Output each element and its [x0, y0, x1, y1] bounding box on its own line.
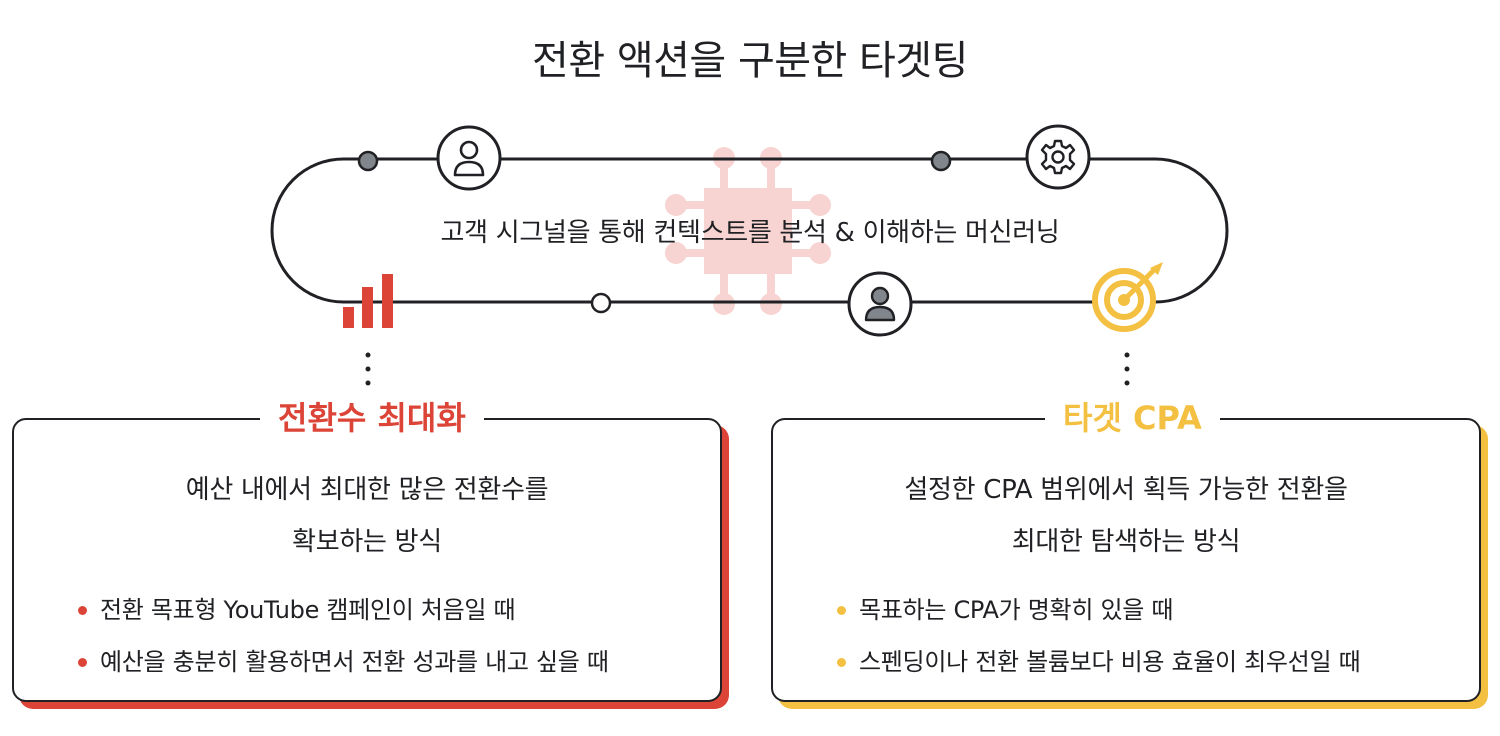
bullet-dot-icon	[78, 606, 87, 615]
list-item-text: 전환 목표형 YouTube 캠페인이 처음일 때	[100, 596, 516, 624]
target-icon	[1092, 262, 1163, 332]
card-label: 전환수 최대화	[260, 390, 484, 446]
loop-track	[270, 157, 1229, 304]
person-icon	[436, 125, 502, 191]
ml-loop-diagram	[270, 124, 1229, 386]
card-description: 설정한 CPA 범위에서 획득 가능한 전환을 최대한 탐색하는 방식	[773, 464, 1479, 568]
node-dot	[930, 150, 952, 172]
card-description: 예산 내에서 최대한 많은 전환수를 확보하는 방식	[14, 464, 720, 568]
card-target-cpa: 타겟 CPA 설정한 CPA 범위에서 획득 가능한 전환을 최대한 탐색하는 …	[771, 390, 1481, 702]
card-label: 타겟 CPA	[1045, 390, 1220, 446]
node-dot	[357, 150, 379, 172]
gear-icon	[1025, 124, 1091, 190]
chip-icon	[665, 147, 831, 315]
bullet-dot-icon	[837, 606, 846, 615]
bar-chart-icon	[343, 274, 393, 328]
list-item-text: 목표하는 CPA가 명확히 있을 때	[859, 596, 1174, 624]
list-item: 목표하는 CPA가 명확히 있을 때	[837, 584, 1360, 636]
bullet-list: 전환 목표형 YouTube 캠페인이 처음일 때 예산을 충분히 활용하면서 …	[78, 584, 609, 688]
page-title: 전환 액션을 구분한 타겟팅	[532, 38, 968, 84]
dotted-connector	[365, 352, 1130, 386]
person-filled-icon	[847, 271, 913, 337]
card-maximize-conversions: 전환수 최대화 예산 내에서 최대한 많은 전환수를 확보하는 방식 전환 목표…	[12, 390, 722, 702]
card-description-line: 확보하는 방식	[292, 527, 442, 557]
list-item: 스펜딩이나 전환 볼륨보다 비용 효율이 최우선일 때	[837, 636, 1361, 688]
bullet-dot-icon	[837, 658, 846, 667]
card-description-line: 예산 내에서 최대한 많은 전환수를	[185, 475, 549, 505]
list-item-text: 예산을 충분히 활용하면서 전환 성과를 내고 싶을 때	[100, 648, 609, 676]
list-item: 전환 목표형 YouTube 캠페인이 처음일 때	[78, 584, 609, 636]
list-item-text: 스펜딩이나 전환 볼륨보다 비용 효율이 최우선일 때	[859, 648, 1361, 676]
card-description-line: 설정한 CPA 범위에서 획득 가능한 전환을	[904, 475, 1348, 505]
bullet-list: 목표하는 CPA가 명확히 있을 때 스펜딩이나 전환 볼륨보다 비용 효율이 …	[837, 584, 1361, 688]
bullet-dot-icon	[78, 658, 87, 667]
list-item: 예산을 충분히 활용하면서 전환 성과를 내고 싶을 때	[78, 636, 609, 688]
card-description-line: 최대한 탐색하는 방식	[1011, 527, 1241, 557]
node-dot	[590, 292, 612, 314]
center-caption: 고객 시그널을 통해 컨텍스트를 분석 & 이해하는 머신러닝	[440, 218, 1060, 248]
